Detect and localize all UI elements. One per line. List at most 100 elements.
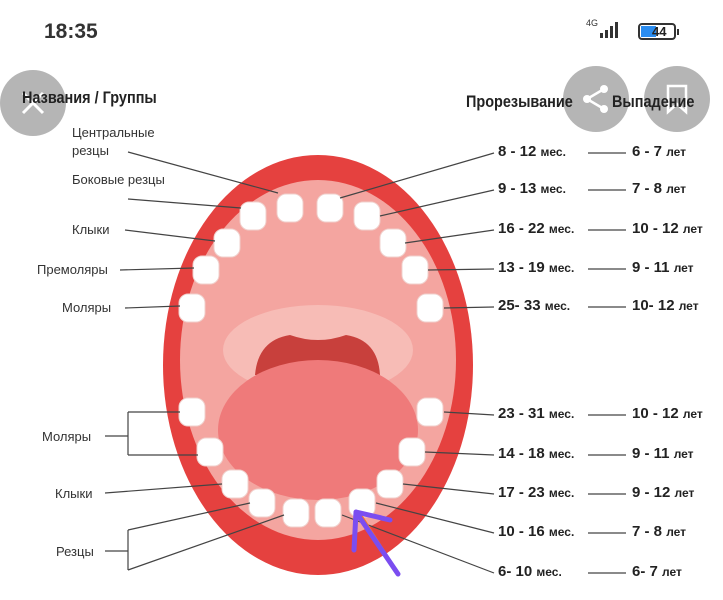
loss-unit: лет [674, 486, 695, 500]
loss-age: 7 - 8 лет [632, 180, 686, 197]
loss-unit: лет [666, 525, 687, 539]
leader-line [427, 268, 495, 271]
leader-line [104, 483, 223, 494]
loss-range: 10- 12 [632, 297, 675, 314]
bookmark-button[interactable] [644, 66, 710, 132]
leader-line [339, 152, 495, 199]
loss-age: 10 - 12 лет [632, 220, 703, 237]
eruption-unit: мес. [548, 261, 575, 275]
leader-line [443, 306, 495, 309]
leader-line [379, 189, 495, 217]
eruption-age: 23 - 31 мес. [498, 405, 574, 422]
tooth-group-label: Центральные резцы [72, 125, 155, 158]
bookmark-icon [666, 84, 688, 115]
eruption-range: 17 - 23 [498, 484, 545, 501]
eruption-unit: мес. [548, 447, 575, 461]
loss-age: 7 - 8 лет [632, 523, 686, 540]
loss-unit: лет [666, 182, 687, 196]
tooth [196, 437, 224, 467]
loss-unit: лет [673, 447, 694, 461]
eruption-age: 9 - 13 мес. [498, 180, 566, 197]
teeth [178, 193, 444, 528]
close-button[interactable] [0, 70, 66, 136]
eruption-unit: мес. [548, 525, 575, 539]
share-icon [583, 85, 608, 113]
loss-age: 9 - 12 лет [632, 484, 694, 501]
loss-range: 10 - 12 [632, 405, 679, 422]
tooth [178, 293, 206, 323]
eruption-age: 25- 33 мес. [498, 297, 570, 314]
leader-line [127, 198, 242, 209]
eruption-range: 13 - 19 [498, 259, 545, 276]
tongue [218, 360, 418, 500]
eruption-range: 6- 10 [498, 563, 533, 580]
eruption-range: 14 - 18 [498, 445, 545, 462]
share-button[interactable] [563, 66, 629, 132]
tooth-group-label: Боковые резцы [72, 172, 165, 187]
eruption-unit: мес. [548, 407, 575, 421]
close-icon [21, 91, 45, 115]
tooth [314, 498, 342, 528]
signal-icon [600, 22, 618, 38]
tooth [282, 498, 310, 528]
eruption-range: 10 - 16 [498, 523, 545, 540]
loss-age: 6- 7 лет [632, 563, 682, 580]
eruption-unit: мес. [548, 486, 575, 500]
eruption-age: 14 - 18 мес. [498, 445, 574, 462]
battery-level: 44 [652, 24, 667, 39]
loss-range: 9 - 12 [632, 484, 671, 501]
leader-line [375, 502, 495, 534]
status-time: 18:35 [44, 20, 98, 43]
leader-line [127, 502, 251, 531]
eruption-range: 8 - 12 [498, 143, 537, 160]
loss-range: 10 - 12 [632, 220, 679, 237]
tooth [416, 397, 444, 427]
eruption-range: 25- 33 [498, 297, 541, 314]
tooth [248, 488, 276, 518]
eruption-range: 16 - 22 [498, 220, 545, 237]
loss-range: 9 - 11 [632, 445, 670, 462]
eruption-age: 16 - 22 мес. [498, 220, 574, 237]
loss-age: 10- 12 лет [632, 297, 699, 314]
leader-line [402, 483, 495, 495]
tooth [178, 397, 206, 427]
tooth [239, 201, 267, 231]
tooth-group-label: Клыки [72, 222, 110, 237]
eruption-age: 10 - 16 мес. [498, 523, 574, 540]
tooth [376, 469, 404, 499]
tooth-group-label: Клыки [55, 486, 93, 501]
leader-line [424, 451, 495, 456]
header-eruption: Прорезывание [466, 92, 573, 111]
eruption-unit: мес. [540, 182, 566, 196]
leader-line [404, 229, 495, 244]
loss-unit: лет [682, 407, 703, 421]
tooth-group-label: Премоляры [37, 262, 108, 277]
eruption-range: 9 - 13 [498, 180, 537, 197]
loss-age: 9 - 11 лет [632, 445, 694, 462]
eruption-unit: мес. [536, 565, 562, 579]
eruption-unit: мес. [548, 222, 575, 236]
eruption-unit: мес. [544, 299, 571, 313]
eruption-unit: мес. [540, 145, 566, 159]
loss-unit: лет [666, 145, 687, 159]
loss-unit: лет [682, 222, 703, 236]
network-type: 4G [586, 18, 599, 28]
leader-line [127, 514, 285, 571]
leader-line [124, 305, 181, 309]
eruption-age: 6- 10 мес. [498, 563, 562, 580]
tooth [401, 255, 429, 285]
header-names: Названия / Группы [22, 88, 157, 107]
leader-line [127, 151, 279, 194]
tooth-group-label: Моляры [62, 300, 112, 315]
tooth [379, 228, 407, 258]
leader-line [124, 229, 216, 242]
eruption-range: 23 - 31 [498, 405, 545, 422]
eruption-age: 8 - 12 мес. [498, 143, 566, 160]
tooth [221, 469, 249, 499]
tooth [398, 437, 426, 467]
tooth [192, 255, 220, 285]
leader-line [119, 267, 195, 271]
tooth [213, 228, 241, 258]
tooth [316, 193, 344, 223]
